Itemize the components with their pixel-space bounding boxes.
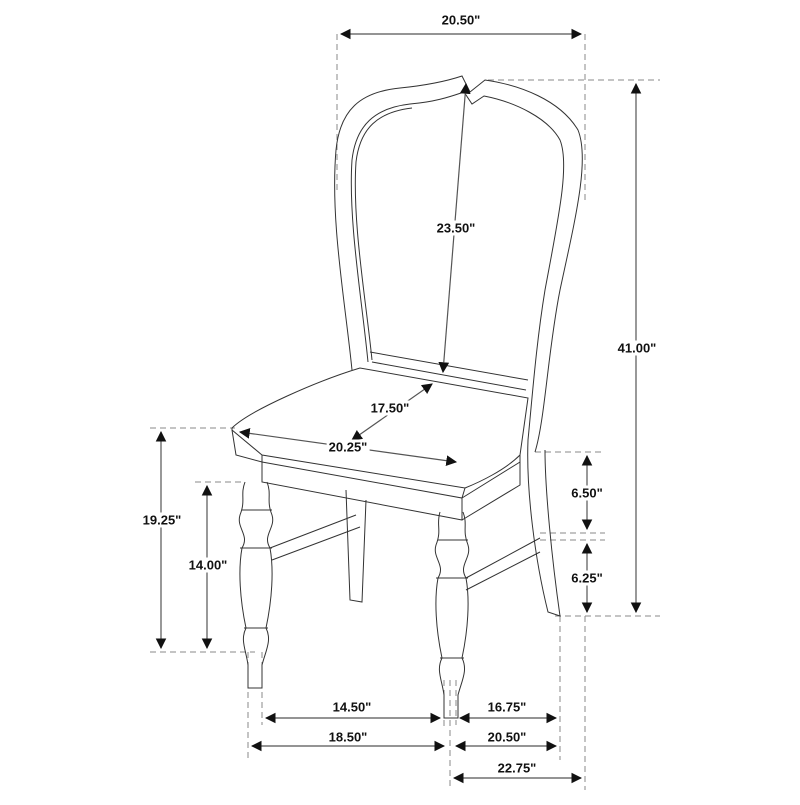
dim-side-depth: 20.50" bbox=[485, 729, 529, 745]
dim-stretcher-height: 6.25" bbox=[569, 570, 605, 586]
dim-overall-depth: 22.75" bbox=[495, 760, 539, 776]
dimension-lines bbox=[155, 28, 642, 784]
dim-side-inner-depth: 16.75" bbox=[485, 699, 529, 715]
dim-seat-depth: 17.50" bbox=[368, 400, 412, 416]
dim-front-width: 18.50" bbox=[326, 729, 370, 745]
dim-front-leg-inner-width: 14.50" bbox=[330, 699, 374, 715]
dim-overall-height: 41.00" bbox=[615, 340, 659, 356]
dim-back-height: 23.50" bbox=[434, 220, 478, 236]
dim-overall-width-top: 20.50" bbox=[439, 12, 483, 28]
dim-apron-to-stretcher: 6.50" bbox=[569, 485, 605, 501]
chair-outline bbox=[231, 75, 583, 719]
dim-apron-height: 14.00" bbox=[186, 557, 230, 573]
dim-seat-width: 20.25" bbox=[326, 439, 370, 455]
dim-seat-height: 19.25" bbox=[140, 512, 184, 528]
